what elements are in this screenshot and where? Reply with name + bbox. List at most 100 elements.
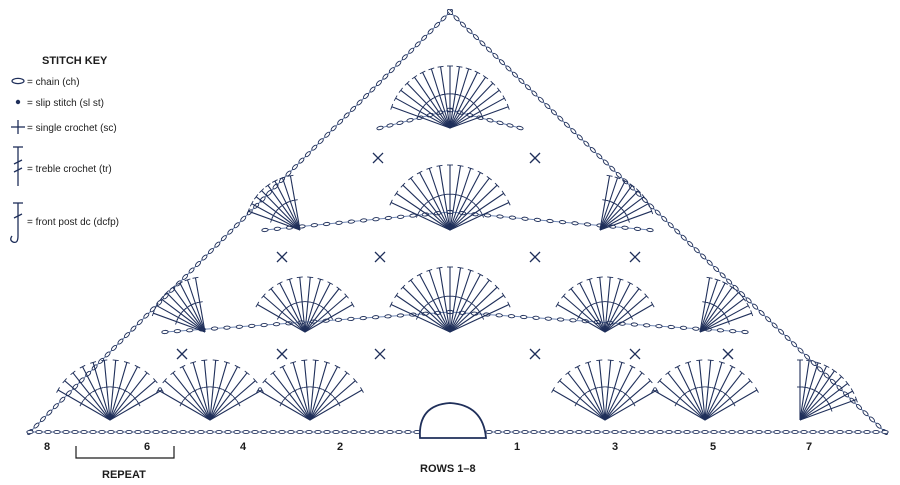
- treble-stitch: [72, 372, 111, 421]
- chain-stitch: [89, 429, 97, 435]
- treble-bar: [823, 397, 829, 403]
- treble-top: [456, 65, 463, 68]
- chain-stitch: [716, 328, 725, 333]
- treble-top: [249, 200, 254, 207]
- treble-top: [436, 164, 443, 167]
- chain-stitch: [593, 429, 601, 435]
- treble-top: [344, 293, 349, 299]
- treble-top: [506, 103, 510, 110]
- chain-stitch: [227, 228, 234, 235]
- chain-stitch: [576, 134, 583, 141]
- repeat-label: REPEAT: [102, 469, 146, 481]
- chain-stitch: [533, 217, 542, 222]
- treble-top: [729, 364, 736, 369]
- chain-stitch: [667, 324, 675, 330]
- treble-top: [255, 301, 260, 308]
- treble-stitch: [272, 372, 311, 421]
- chain-stitch: [195, 261, 201, 267]
- chain-stitch: [287, 429, 295, 435]
- treble-bar: [458, 296, 465, 300]
- treble-bar: [427, 97, 434, 103]
- chain-stitch: [152, 429, 160, 435]
- treble-bar: [627, 395, 633, 401]
- treble-stitch: [604, 360, 612, 421]
- treble-stitch: [698, 360, 706, 421]
- treble-top: [657, 378, 662, 384]
- chain-stitch: [311, 144, 318, 151]
- treble-top: [722, 281, 728, 285]
- chain-stitch: [710, 429, 718, 435]
- treble-bar: [179, 400, 184, 407]
- row-labels: 8 6 4 2 1 3 5 7: [44, 441, 812, 453]
- treble-stitch: [599, 203, 649, 231]
- chain-stitch: [332, 429, 340, 435]
- treble-top: [467, 269, 474, 272]
- chain-stitch: [782, 429, 790, 435]
- chain-stitch: [739, 291, 746, 298]
- treble-top: [112, 359, 119, 362]
- chain-stitch: [291, 164, 298, 171]
- fan-row3-right: [555, 276, 655, 333]
- chain-stitch: [537, 96, 544, 103]
- chain-stitch: [396, 313, 405, 318]
- treble-bar: [816, 390, 822, 396]
- treble-stitch: [267, 185, 301, 231]
- front-post-dc-icon: [10, 202, 23, 244]
- treble-top: [400, 284, 406, 290]
- treble-stitch: [604, 380, 651, 421]
- chain-stitch: [758, 309, 765, 316]
- treble-stitch: [264, 380, 311, 421]
- treble-stitch: [263, 295, 306, 333]
- treble-stitch: [179, 282, 206, 333]
- chain-stitch: [511, 71, 518, 78]
- treble-stitch: [64, 380, 111, 421]
- treble-stitch: [799, 362, 819, 421]
- treble-stitch: [57, 389, 111, 421]
- treble-top: [134, 364, 141, 369]
- treble-bar: [227, 391, 234, 397]
- treble-top: [79, 364, 86, 369]
- chain-stitch: [188, 267, 195, 274]
- treble-top: [56, 387, 60, 393]
- chain-stitch: [248, 323, 256, 328]
- treble-top: [290, 361, 297, 364]
- chain-stitch: [571, 221, 579, 226]
- treble-bar: [122, 388, 128, 393]
- chain-stitch: [323, 221, 331, 227]
- treble-top: [718, 361, 725, 364]
- treble-bar: [418, 309, 423, 315]
- chain-stitch: [773, 429, 781, 435]
- treble-bar: [175, 318, 179, 325]
- chain-stitch: [285, 170, 292, 177]
- treble-stitch: [400, 89, 451, 129]
- treble-bar: [592, 387, 599, 390]
- treble-bar: [97, 387, 104, 390]
- treble-stitch: [109, 362, 128, 421]
- treble-top: [636, 286, 642, 291]
- treble-top: [565, 370, 571, 376]
- outer-left-edge: [27, 9, 453, 435]
- chain-stitch: [674, 228, 681, 235]
- chain-stitch: [134, 429, 142, 435]
- treble-stitch: [270, 288, 306, 333]
- sc-x-mark: [276, 348, 288, 360]
- treble-stitch: [449, 184, 498, 231]
- treble-top: [706, 276, 713, 279]
- treble-stitch: [449, 68, 470, 129]
- sc-x-stroke-b: [529, 348, 541, 360]
- chain-stitch: [680, 234, 687, 241]
- chain-stitch: [687, 240, 694, 247]
- treble-bar: [452, 93, 459, 96]
- treble-top: [416, 272, 423, 277]
- stitch-key: STITCH KEY = chain (ch) = slip stitch (s…: [10, 55, 119, 244]
- treble-top: [650, 208, 654, 215]
- sc-x-mark: [372, 152, 384, 164]
- chain-stitch: [726, 278, 733, 285]
- treble-top: [614, 176, 621, 180]
- chain-stitch: [665, 429, 673, 435]
- treble-bar: [270, 216, 274, 223]
- treble-stitch: [604, 288, 640, 333]
- treble-stitch: [799, 383, 848, 421]
- treble-bar: [418, 108, 422, 115]
